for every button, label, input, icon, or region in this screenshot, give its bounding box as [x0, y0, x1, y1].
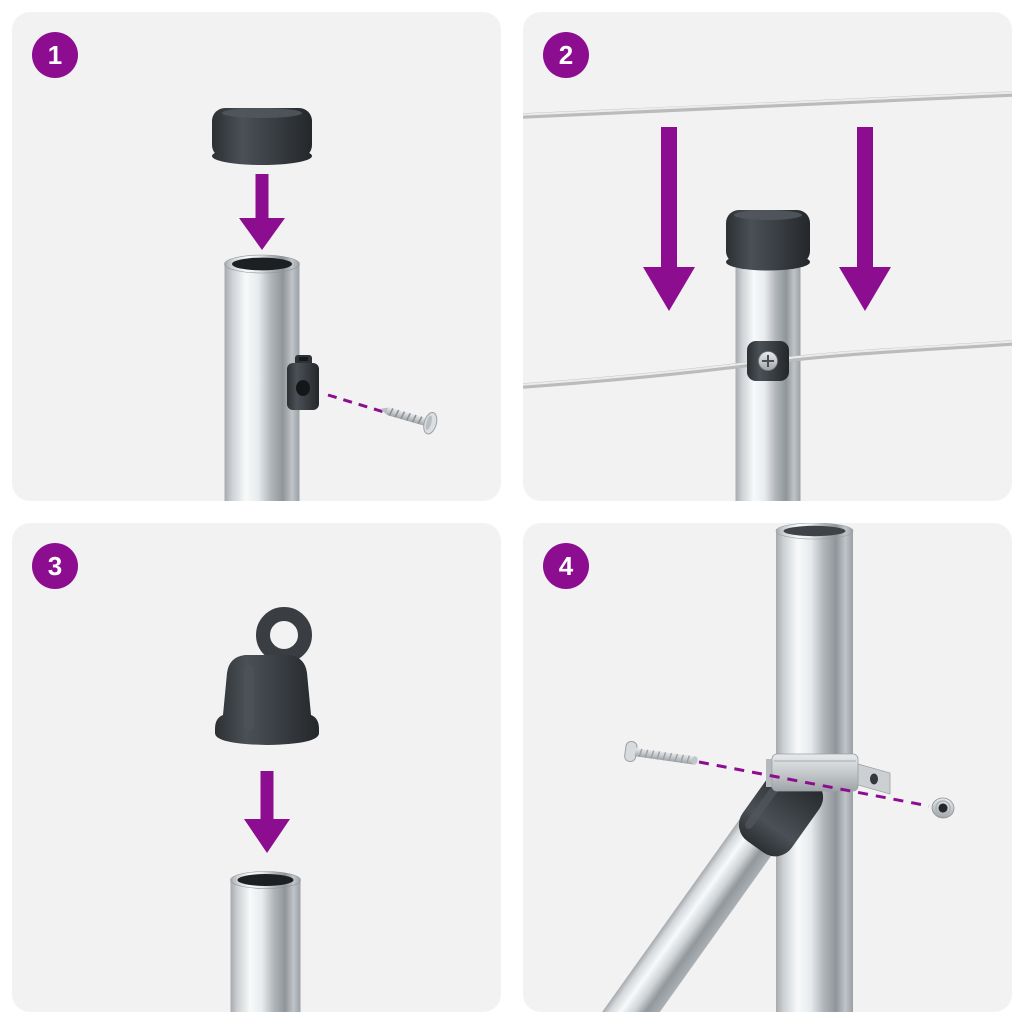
- step-4-illustration: [590, 523, 955, 1012]
- dashed-guide-line: [327, 393, 385, 414]
- step-3-number: 3: [47, 550, 63, 581]
- step-4-panel: 4: [523, 523, 1012, 1012]
- step-3-panel: 3: [12, 523, 501, 1012]
- step-2-number: 2: [558, 39, 574, 70]
- bolt: [624, 740, 698, 765]
- step-2-panel: 2: [523, 12, 1012, 501]
- step-1-panel: 1: [12, 12, 501, 501]
- post-clamp: [766, 753, 891, 795]
- down-arrow-right-icon: [839, 127, 891, 311]
- clip-bracket: [287, 355, 319, 410]
- step-4-number: 4: [558, 550, 574, 581]
- step-2-illustration: [523, 91, 1012, 501]
- step-4-badge: 4: [543, 543, 589, 589]
- screw: [380, 407, 438, 435]
- down-arrow-icon: [244, 771, 290, 853]
- step-2-badge: 2: [543, 32, 589, 78]
- down-arrow-left-icon: [643, 127, 695, 311]
- nut: [931, 797, 955, 819]
- dashed-guide-line: [698, 760, 930, 808]
- open-top-post: [230, 871, 301, 1012]
- step-1-number: 1: [47, 39, 63, 70]
- step-1-badge: 1: [32, 32, 78, 78]
- step-3-badge: 3: [32, 543, 78, 589]
- wire-clip-with-screw: [747, 341, 789, 381]
- step-1-illustration: [212, 108, 438, 501]
- tension-wire-top: [523, 91, 1012, 119]
- capped-post: [726, 210, 810, 501]
- eyelet-cap: [215, 607, 319, 745]
- step-3-illustration: [215, 607, 319, 1012]
- down-arrow-icon: [239, 174, 285, 250]
- post-cap: [212, 108, 312, 165]
